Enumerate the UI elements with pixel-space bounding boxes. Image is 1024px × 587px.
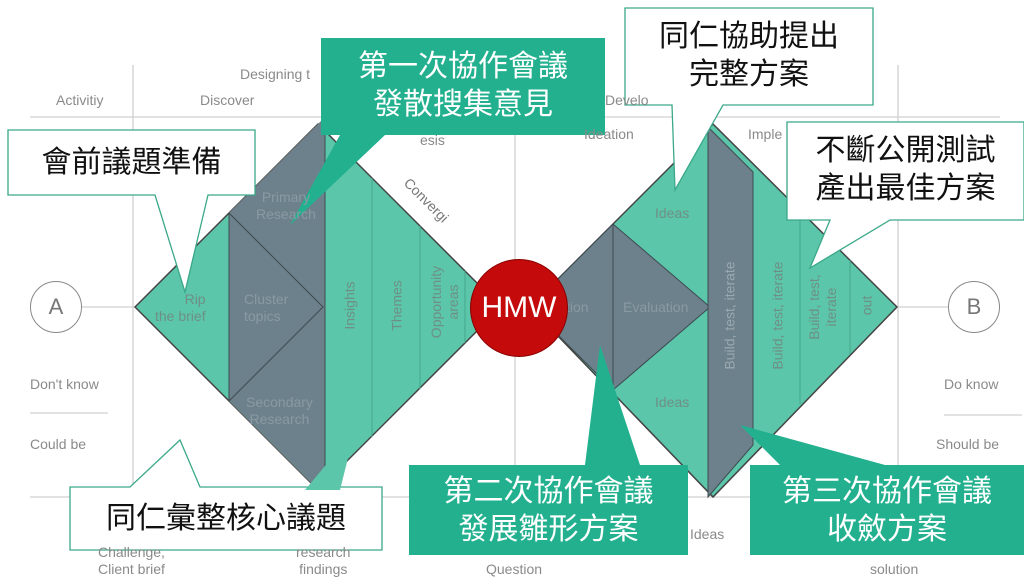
callout-third-bubble xyxy=(740,425,1024,555)
rip-brief-label: Rip the brief xyxy=(155,291,206,324)
primary-research-label: Primary Research xyxy=(256,189,316,222)
build-test-iterate-3: Build, test, iterate xyxy=(806,274,839,340)
out-label: out xyxy=(858,295,875,316)
callout-core-bubble xyxy=(69,438,383,551)
synthesis-label: esis xyxy=(420,132,445,148)
solution-label: solution xyxy=(870,561,919,577)
callout-prep: 會前議題準備 xyxy=(41,146,222,179)
ideation-partial-label: tion xyxy=(566,299,589,315)
callout-assist-bubble xyxy=(624,7,874,193)
should-be-label: Should be xyxy=(936,436,1000,452)
callout-second-meeting: 第二次協作會議 發展雛形方案 xyxy=(443,475,654,546)
callout-test: 不斷公開測試 產出最佳方案 xyxy=(815,134,996,205)
activity-label: Activitiy xyxy=(56,92,104,108)
ideas-footer-label: Ideas xyxy=(690,526,725,542)
point-b: B xyxy=(948,281,1000,333)
challenge-label: Challenge, Client brief xyxy=(98,544,165,577)
point-a: A xyxy=(30,281,82,333)
callout-shapes xyxy=(7,7,1024,555)
callout-core: 同仁彙整核心議題 xyxy=(106,502,346,535)
build-test-iterate-2: Build, test, iterate xyxy=(769,261,786,370)
callout-prep-bubble xyxy=(7,129,256,295)
could-be-label: Could be xyxy=(30,436,87,452)
hmw-circle: HMW xyxy=(470,259,568,357)
right-diamond-dividers xyxy=(612,210,851,404)
develop-label: Develo xyxy=(605,92,649,108)
themes-label: Themes xyxy=(388,280,405,331)
callout-first-bubble xyxy=(290,38,605,225)
opportunity-areas-label: Opportunity areas xyxy=(428,265,461,339)
title-partial: Designing t xyxy=(240,66,311,82)
ideation-label: Ideation xyxy=(584,126,634,142)
insights-label: Insights xyxy=(341,281,358,330)
callout-third-meeting: 第三次協作會議 收斂方案 xyxy=(782,475,992,546)
cluster-topics-label: Cluster topics xyxy=(244,291,289,324)
research-findings-label: research findings xyxy=(296,544,351,577)
ideas-top-label: Ideas xyxy=(655,205,690,221)
build-gray-band xyxy=(707,125,754,499)
secondary-research-label: Secondary Research xyxy=(246,394,313,427)
divider xyxy=(228,212,324,402)
build-test-iterate-1: Build, test, iterate xyxy=(721,261,738,370)
implement-label: Imple xyxy=(748,126,783,142)
evaluation-label: Evaluation xyxy=(623,299,689,315)
ideas-bottom-label: Ideas xyxy=(655,394,690,410)
question-label: Question xyxy=(486,561,543,577)
discover-label: Discover xyxy=(200,92,255,108)
callout-core-tail xyxy=(305,430,355,490)
dont-know-label: Don't know xyxy=(30,376,99,392)
callout-first-meeting: 第一次協作會議 發散搜集意見 xyxy=(358,50,568,121)
callout-second-bubble xyxy=(409,345,688,555)
callout-test-bubble xyxy=(786,121,1024,270)
do-know-label: Do know xyxy=(944,376,999,392)
callout-assist: 同仁協助提出 完整方案 xyxy=(659,20,839,91)
